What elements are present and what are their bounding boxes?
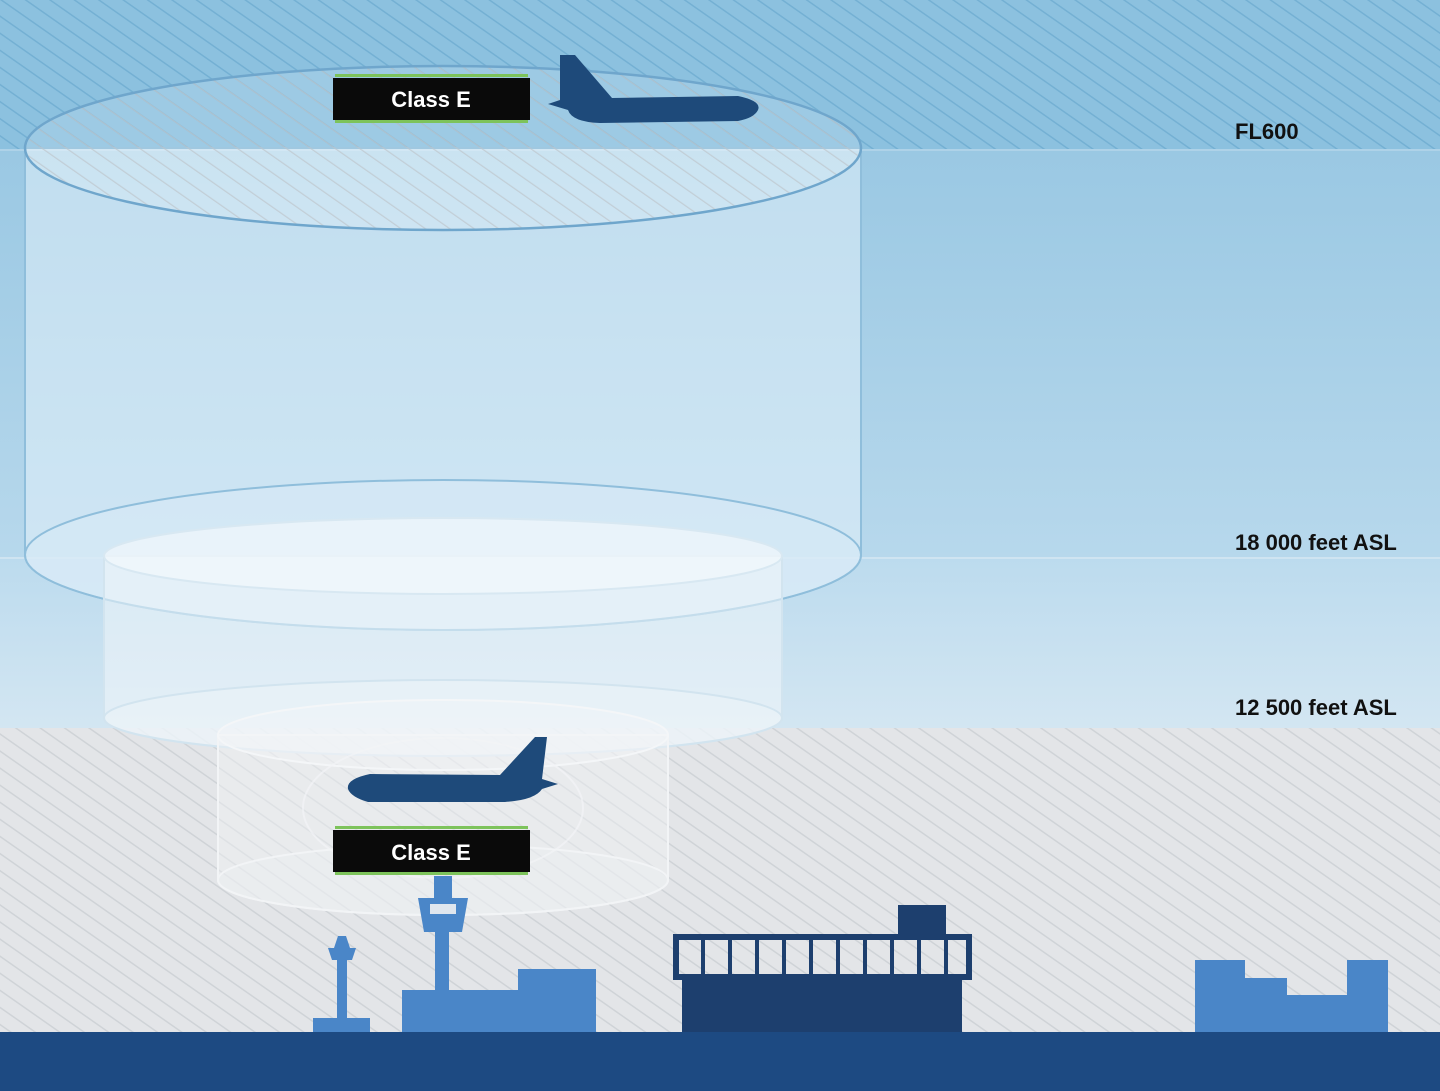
ground-bar: [0, 1032, 1440, 1091]
control-tower-icon: [418, 876, 468, 994]
altitude-label-12500: 12 500 feet ASL: [1235, 695, 1397, 720]
altitude-label-fl600: FL600: [1235, 119, 1299, 144]
lower-class-label-text: Class E: [391, 840, 471, 865]
terminal-building-left: [402, 969, 596, 1032]
lower-class-e-cylinder: [217, 699, 669, 916]
terminal-building-main: [673, 905, 972, 1033]
altitude-label-18000: 18 000 feet ASL: [1235, 530, 1397, 555]
middle-cylinder: [103, 517, 783, 757]
airplane-icon: [548, 55, 759, 123]
lower-class-label: Class E: [333, 826, 530, 875]
upper-class-label: Class E: [333, 74, 530, 123]
small-tower: [313, 936, 370, 1032]
skyline-right: [1195, 960, 1388, 1032]
upper-class-label-text: Class E: [391, 87, 471, 112]
airplane-icon: [347, 737, 558, 802]
